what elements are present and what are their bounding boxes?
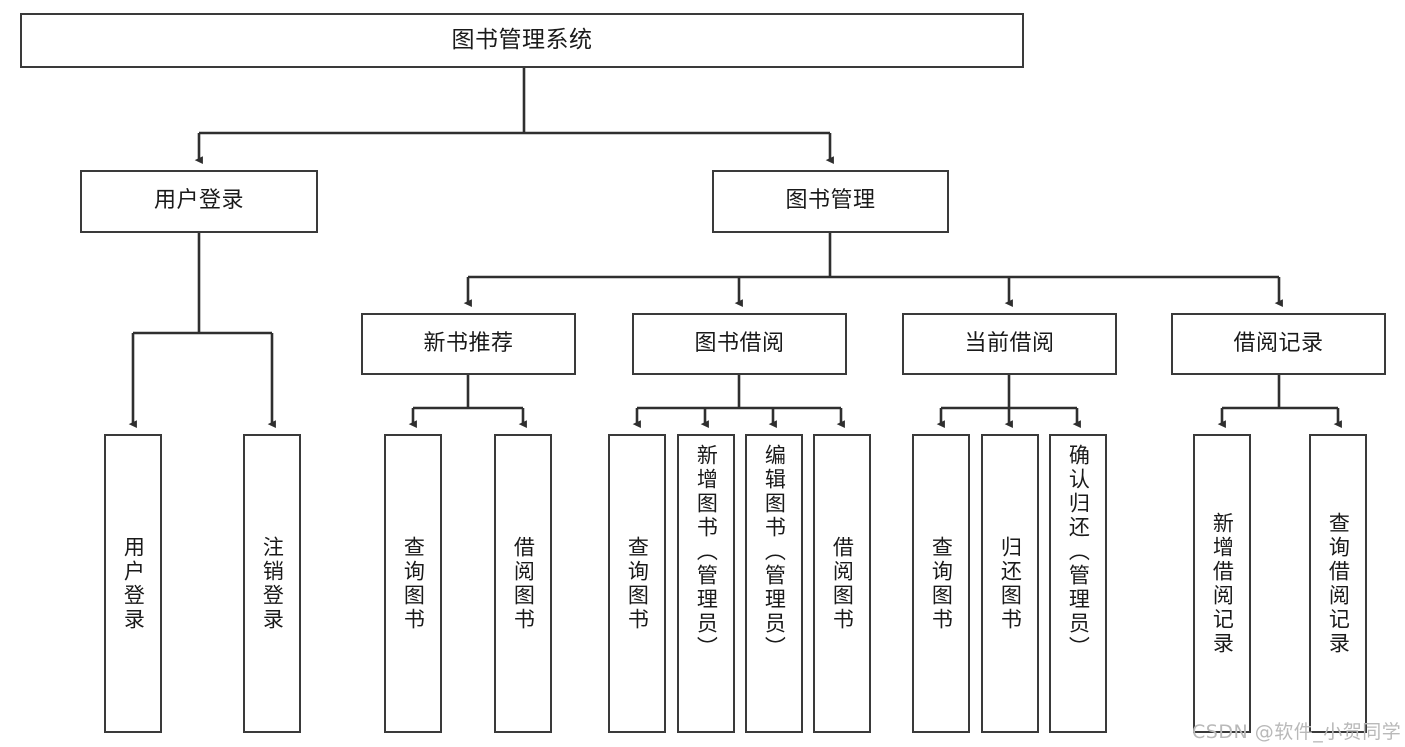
leaf-query-books-current[interactable]: 查询图书	[912, 434, 970, 733]
leaf-query-books-borrow[interactable]: 查询图书	[608, 434, 666, 733]
node-label: 编辑图书（管理员）	[762, 444, 787, 660]
node-label: 新增借阅记录	[1210, 511, 1235, 656]
leaf-user-login[interactable]: 用户登录	[104, 434, 162, 733]
node-book-borrowing[interactable]: 图书借阅	[632, 313, 847, 375]
node-label: 图书管理系统	[451, 26, 593, 53]
leaf-add-borrow-record[interactable]: 新增借阅记录	[1193, 434, 1251, 733]
node-current-borrowing[interactable]: 当前借阅	[902, 313, 1117, 375]
leaf-edit-book-admin[interactable]: 编辑图书（管理员）	[745, 434, 803, 733]
node-label: 查询借阅记录	[1326, 511, 1351, 656]
node-label: 图书借阅	[694, 330, 785, 356]
node-label: 确认归还（管理员）	[1066, 444, 1091, 660]
node-label: 查询图书	[401, 535, 426, 632]
node-label: 图书管理	[785, 188, 876, 214]
leaf-confirm-return-admin[interactable]: 确认归还（管理员）	[1049, 434, 1107, 733]
node-label: 新书推荐	[423, 330, 514, 356]
node-label: 归还图书	[998, 535, 1023, 632]
node-label: 查询图书	[929, 535, 954, 632]
leaf-query-borrow-record[interactable]: 查询借阅记录	[1309, 434, 1367, 733]
leaf-return-books[interactable]: 归还图书	[981, 434, 1039, 733]
leaf-logout[interactable]: 注销登录	[243, 434, 301, 733]
node-label: 注销登录	[260, 535, 285, 632]
leaf-add-book-admin[interactable]: 新增图书（管理员）	[677, 434, 735, 733]
node-user-login[interactable]: 用户登录	[80, 170, 318, 233]
node-label: 用户登录	[153, 188, 244, 214]
node-label: 借阅记录	[1233, 330, 1324, 356]
node-new-book-recommendation[interactable]: 新书推荐	[361, 313, 576, 375]
node-label: 用户登录	[121, 535, 146, 632]
node-label: 借阅图书	[830, 535, 855, 632]
leaf-borrow-books-borrow[interactable]: 借阅图书	[813, 434, 871, 733]
node-label: 当前借阅	[964, 330, 1055, 356]
node-label: 查询图书	[625, 535, 650, 632]
node-book-management[interactable]: 图书管理	[712, 170, 949, 233]
leaf-borrow-books-recommend[interactable]: 借阅图书	[494, 434, 552, 733]
leaf-query-books-recommend[interactable]: 查询图书	[384, 434, 442, 733]
node-borrow-records[interactable]: 借阅记录	[1171, 313, 1386, 375]
node-label: 借阅图书	[511, 535, 536, 632]
node-root-system[interactable]: 图书管理系统	[20, 13, 1024, 68]
node-label: 新增图书（管理员）	[694, 444, 719, 660]
